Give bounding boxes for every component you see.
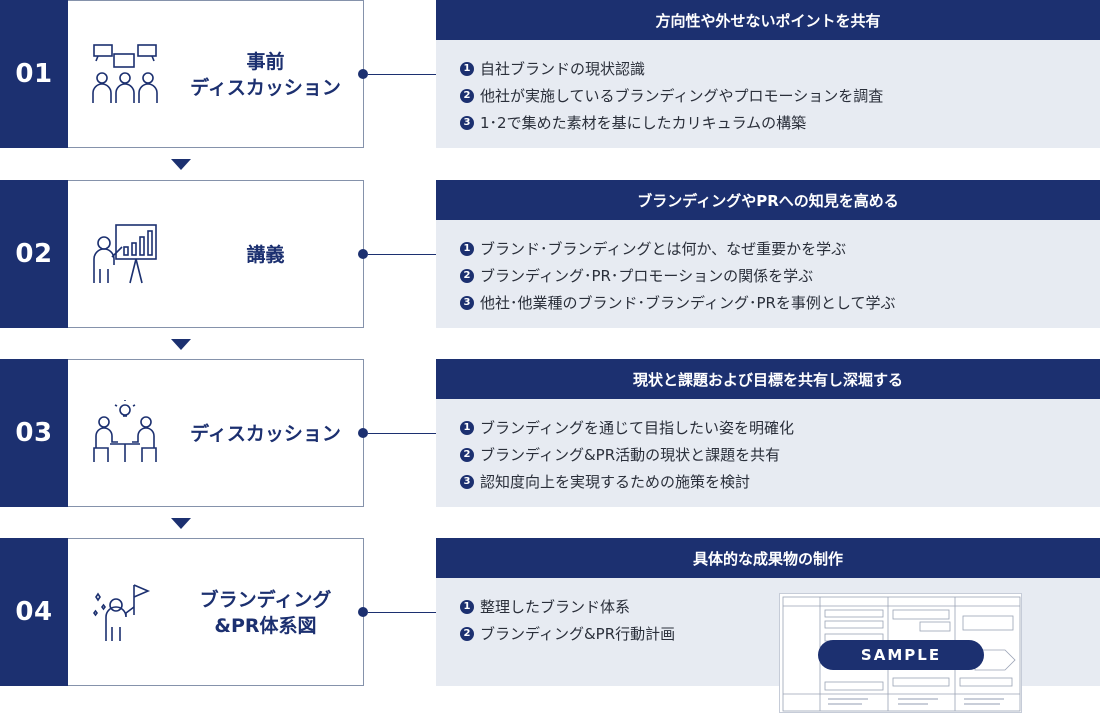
list-item: 1 自社ブランドの現状認識	[460, 55, 1100, 82]
step-01: 01 事前 ディスカッション 方向性や外せないポイントを共有 1 自社ブランドの現…	[0, 0, 1100, 148]
list-item: 3 認知度向上を実現するための施策を検討	[460, 468, 1100, 495]
step-title: ブランディング &PR体系図	[199, 589, 332, 637]
connector-line	[368, 253, 436, 255]
step-card: 講義	[68, 180, 364, 328]
item-text: 自社ブランドの現状認識	[480, 60, 646, 78]
step-title: 講義	[246, 244, 285, 266]
list-item: 2 ブランディング&PR行動計画	[460, 620, 1100, 647]
list-item: 1 整理したブランド体系	[460, 593, 1100, 620]
number-badge: 3	[460, 115, 474, 130]
step-card: 事前 ディスカッション	[68, 0, 364, 148]
item-text: ブランディング･PR･プロモーションの関係を学ぶ	[480, 267, 814, 285]
list-item: 2 他社が実施しているブランディングやプロモーションを調査	[460, 82, 1100, 109]
item-text: ブランディング&PR活動の現状と課題を共有	[480, 446, 781, 464]
number-badge: 2	[460, 88, 474, 103]
step-number: 03	[0, 359, 68, 507]
panel-heading: 方向性や外せないポイントを共有	[436, 0, 1100, 40]
sample-badge: SAMPLE	[818, 640, 984, 670]
item-text: 他社･他業種のブランド･ブランディング･PRを事例として学ぶ	[480, 294, 896, 312]
connector-dot	[358, 249, 368, 259]
person-flag-icon	[93, 584, 151, 641]
connector-line	[368, 73, 436, 75]
panel-heading: ブランディングやPRへの知見を高める	[436, 180, 1100, 220]
meeting-discussion-icon	[92, 44, 158, 103]
number-badge: 2	[460, 268, 474, 283]
step-number: 04	[0, 538, 68, 686]
number-badge: 3	[460, 295, 474, 310]
item-text: 他社が実施しているブランディングやプロモーションを調査	[480, 87, 884, 105]
detail-panel: 方向性や外せないポイントを共有 1 自社ブランドの現状認識 2 他社が実施しているブ…	[436, 0, 1100, 148]
number-badge: 2	[460, 626, 474, 641]
list-item: 2 ブランディング･PR･プロモーションの関係を学ぶ	[460, 262, 1100, 289]
number-badge: 1	[460, 420, 474, 435]
sample-thumbnail: SAMPLE	[779, 593, 1022, 713]
down-arrow-icon	[171, 518, 191, 529]
step-number: 01	[0, 0, 68, 148]
connector-line	[368, 611, 436, 613]
step-04: 04 ブランディング &PR体系図 具体的な成果物の制作 1 整理したブランド体系…	[0, 538, 1100, 713]
step-title: 事前 ディスカッション	[190, 51, 341, 99]
step-card: ディスカッション	[68, 359, 364, 507]
down-arrow-icon	[171, 159, 191, 170]
step-card: ブランディング &PR体系図	[68, 538, 364, 686]
step-02: 02 講義 ブランディングやPRへの知見を高める 1 ブランド･ブランディングとは…	[0, 180, 1100, 328]
step-03: 03 ディスカッション 現状と課題および目標を共有し深堀する 1 ブランディングを…	[0, 359, 1100, 507]
connector-dot	[358, 69, 368, 79]
list-item: 3 他社･他業種のブランド･ブランディング･PRを事例として学ぶ	[460, 289, 1100, 316]
item-text: ブランド･ブランディングとは何か、なぜ重要かを学ぶ	[480, 240, 847, 258]
connector-dot	[358, 607, 368, 617]
number-badge: 3	[460, 474, 474, 489]
item-text: 認知度向上を実現するための施策を検討	[480, 473, 751, 491]
detail-panel: 現状と課題および目標を共有し深堀する 1 ブランディングを通じて目指したい姿を明確…	[436, 359, 1100, 507]
step-number: 02	[0, 180, 68, 328]
connector-dot	[358, 428, 368, 438]
number-badge: 2	[460, 447, 474, 462]
item-text: ブランディング&PR行動計画	[480, 625, 676, 643]
list-item: 3 1･2で集めた素材を基にしたカリキュラムの構築	[460, 109, 1100, 136]
list-item: 1 ブランディングを通じて目指したい姿を明確化	[460, 414, 1100, 441]
detail-panel: ブランディングやPRへの知見を高める 1 ブランド･ブランディングとは何か、なぜ重…	[436, 180, 1100, 328]
lecture-presenter-icon	[93, 224, 157, 284]
number-badge: 1	[460, 61, 474, 76]
list-item: 2 ブランディング&PR活動の現状と課題を共有	[460, 441, 1100, 468]
connector-line	[368, 432, 436, 434]
number-badge: 1	[460, 241, 474, 256]
two-people-idea-icon	[93, 400, 157, 462]
down-arrow-icon	[171, 339, 191, 350]
list-item: 1 ブランド･ブランディングとは何か、なぜ重要かを学ぶ	[460, 235, 1100, 262]
panel-heading: 具体的な成果物の制作	[436, 538, 1100, 578]
step-title: ディスカッション	[190, 423, 341, 445]
panel-heading: 現状と課題および目標を共有し深堀する	[436, 359, 1100, 399]
item-text: ブランディングを通じて目指したい姿を明確化	[480, 419, 794, 437]
item-text: 1･2で集めた素材を基にしたカリキュラムの構築	[480, 114, 807, 132]
number-badge: 1	[460, 599, 474, 614]
detail-panel: 具体的な成果物の制作 1 整理したブランド体系 2 ブランディング&PR行動計画	[436, 538, 1100, 713]
item-text: 整理したブランド体系	[480, 598, 631, 616]
